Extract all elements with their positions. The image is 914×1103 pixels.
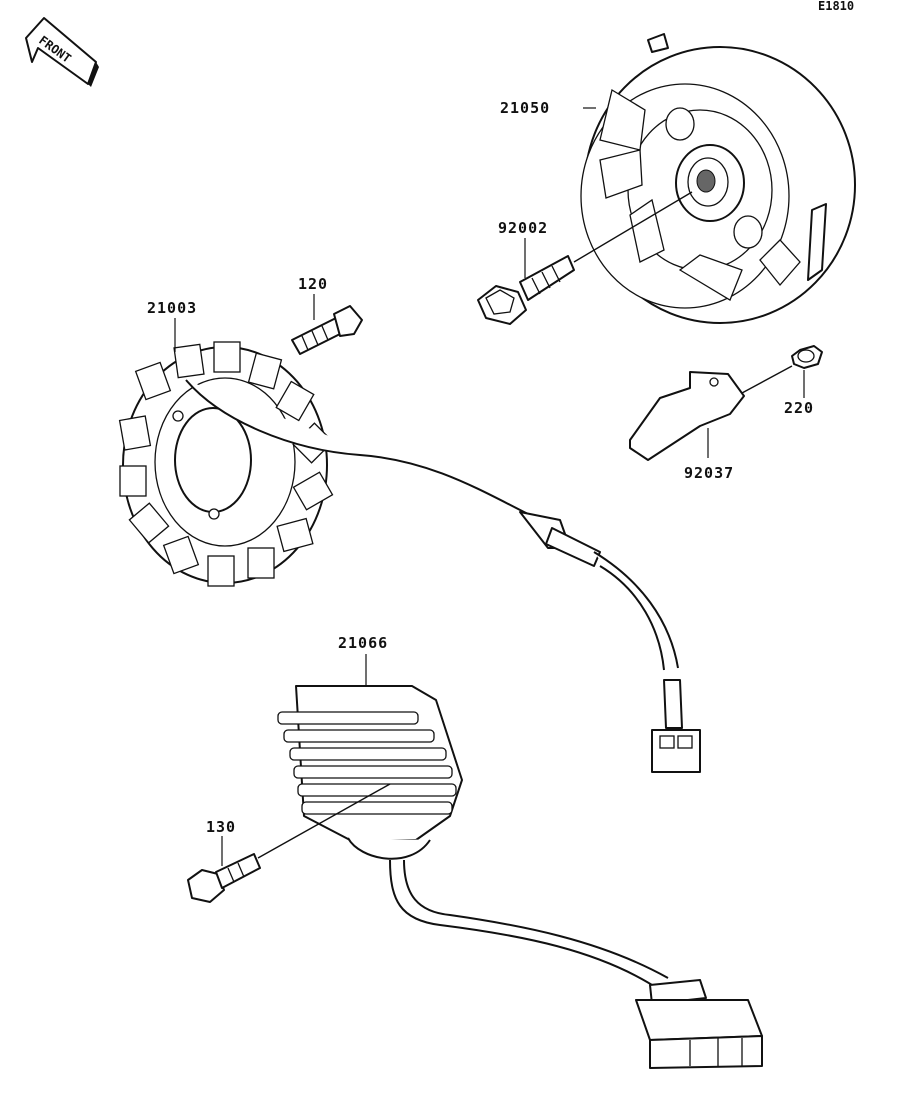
- regulator-rectifier: [277, 685, 463, 860]
- flywheel-rotor: [580, 33, 856, 324]
- stator: [118, 341, 334, 587]
- diagram-code: E1810: [818, 0, 854, 13]
- label-92002: 92002: [498, 219, 548, 237]
- label-120: 120: [298, 275, 328, 293]
- front-arrow-icon: FRONT: [25, 17, 99, 87]
- label-21066: 21066: [338, 634, 388, 652]
- label-21003: 21003: [147, 299, 197, 317]
- stator-bolt: [291, 305, 363, 355]
- flywheel-bolt: [477, 255, 575, 325]
- regulator-wire-harness: [389, 859, 763, 1069]
- label-92037: 92037: [684, 464, 734, 482]
- label-130: 130: [206, 818, 236, 836]
- label-21050: 21050: [500, 99, 550, 117]
- label-220: 220: [784, 399, 814, 417]
- bracket-screw: [791, 345, 823, 369]
- bracket: [629, 371, 745, 461]
- regulator-bolt: [187, 853, 261, 903]
- stator-wire-harness: [185, 379, 701, 773]
